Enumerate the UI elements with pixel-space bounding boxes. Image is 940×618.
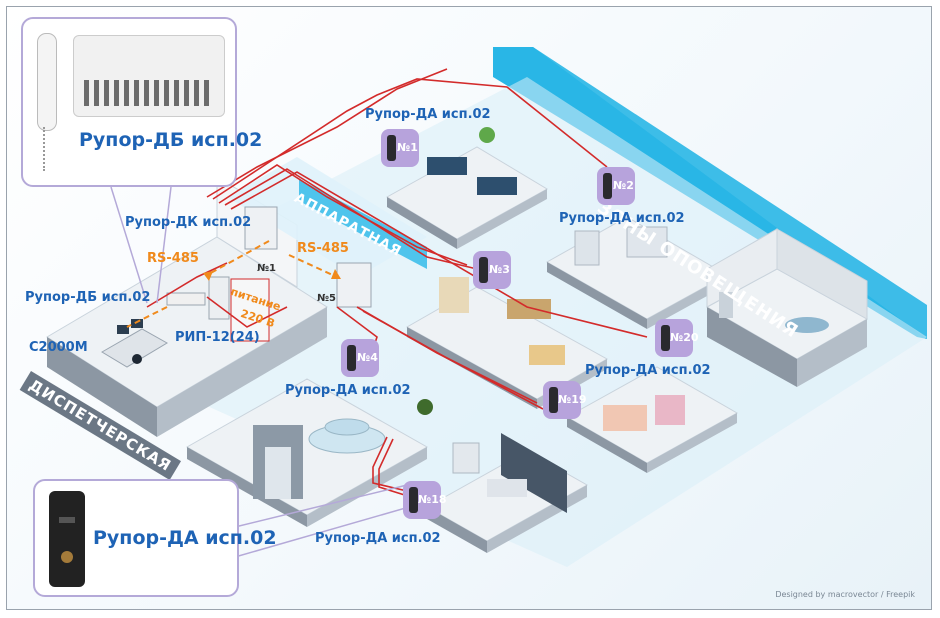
call-panel-icon — [603, 173, 612, 199]
rs485-dispatch — [126, 306, 168, 328]
device-badge-18[interactable]: №18 — [403, 481, 447, 519]
monitor-2 — [131, 319, 143, 328]
node5-label: №5 — [317, 293, 336, 304]
device-badge-3[interactable]: №3 — [473, 251, 511, 289]
device-number: №4 — [357, 351, 378, 364]
callout-db-connector-2 — [156, 186, 172, 304]
handset-icon — [37, 33, 57, 131]
diagram-frame: ЗОНЫ ОПОВЕЩЕНИЯ АППАРАТНАЯ ДИСПЕТЧЕРСКАЯ… — [6, 6, 932, 610]
rs485-left-label: RS-485 — [147, 251, 199, 266]
call-panel-icon — [479, 257, 488, 283]
device-badge-19[interactable]: №19 — [543, 381, 587, 419]
handset-cord — [43, 127, 53, 171]
room-toys-19 — [565, 366, 739, 473]
call-panel-icon — [347, 345, 356, 371]
rupor-db-callout: Рупор-ДБ исп.02 — [21, 17, 262, 187]
monitor-1 — [117, 325, 129, 334]
wire-to-19b — [362, 310, 544, 410]
wire-to-18 — [372, 436, 408, 492]
rs485-arrow-mid — [288, 254, 338, 278]
callout-da-connector-2 — [234, 506, 410, 558]
rip-panel — [230, 278, 270, 342]
operator — [132, 354, 142, 364]
call-button-icon — [61, 551, 73, 563]
rs485-arrowhead-mid — [331, 269, 341, 279]
hardware-floor — [227, 157, 427, 277]
rs485-arrow-left — [206, 240, 270, 276]
device-badge-20[interactable]: №20 — [655, 319, 699, 357]
isometric-scene — [46, 47, 927, 567]
rupor-db-left-label: Рупор-ДБ исп.02 — [25, 290, 151, 305]
credit-text: Designed by macrovector / Freepik — [775, 590, 915, 599]
device-badge-1[interactable]: №1 — [381, 129, 419, 167]
device-label-20: Рупор-ДА исп.02 — [585, 363, 711, 378]
device-label-2: Рупор-ДА исп.02 — [559, 211, 685, 226]
device-label-4: Рупор-ДА исп.02 — [285, 383, 411, 398]
console-icon — [73, 35, 225, 117]
rupor-da-callout: Рупор-ДА исп.02 — [33, 479, 277, 597]
hardware-band — [299, 179, 427, 269]
rip-label: РИП-12(24) — [175, 330, 260, 345]
dispatch-side — [47, 337, 157, 437]
rupor-dk-label: Рупор-ДК исп.02 — [125, 215, 252, 230]
dispatch-desk — [101, 328, 168, 368]
c2000m-label: С2000М — [29, 340, 88, 355]
cabinet-5 — [336, 262, 372, 308]
device-label-18: Рупор-ДА исп.02 — [315, 531, 441, 546]
device-number: №2 — [613, 179, 634, 192]
wire-to-20 — [230, 171, 648, 338]
rs485-mid-label: RS-485 — [297, 241, 349, 256]
device-number: №19 — [558, 393, 587, 406]
call-panel-icon — [661, 325, 670, 351]
rupor-da-callout-label: Рупор-ДА исп.02 — [93, 527, 277, 549]
device-number: №18 — [418, 493, 447, 506]
wire-power — [206, 296, 288, 328]
wire-dispatch — [146, 262, 228, 308]
rs485-arrowhead-left — [203, 271, 213, 281]
room-shoes-18 — [425, 433, 589, 553]
device-label-1: Рупор-ДА исп.02 — [365, 107, 491, 122]
rip-unit — [208, 276, 230, 320]
rs485-links — [126, 240, 338, 328]
call-panel-speaker — [59, 517, 75, 523]
callout-db-connector — [110, 186, 148, 304]
wire-to-1 — [206, 68, 448, 198]
call-panel-icon — [387, 135, 396, 161]
rupor-db-console-small — [166, 292, 206, 306]
call-panel-icon — [49, 491, 85, 587]
device-badge-2[interactable]: №2 — [597, 167, 635, 205]
device-number: №1 — [397, 141, 418, 154]
device-number: №20 — [670, 331, 699, 344]
cabinet-1 — [244, 206, 278, 250]
callout-da-connector — [234, 484, 408, 528]
room-reception-2 — [545, 216, 729, 329]
call-panel-icon — [549, 387, 558, 413]
device-number: №3 — [489, 263, 510, 276]
console-keypad — [84, 80, 214, 106]
wire-to-2 — [212, 78, 608, 200]
rupor-db-callout-label: Рупор-ДБ исп.02 — [79, 129, 263, 151]
room-office-1 — [386, 127, 548, 249]
wire-to-18b — [378, 438, 412, 498]
room-fountain-4 — [185, 378, 433, 527]
device-badge-4[interactable]: №4 — [341, 339, 379, 377]
room-clinic — [705, 228, 869, 387]
node1-label: №1 — [257, 263, 276, 274]
call-panel-icon — [409, 487, 418, 513]
dispatch-front — [157, 307, 327, 437]
